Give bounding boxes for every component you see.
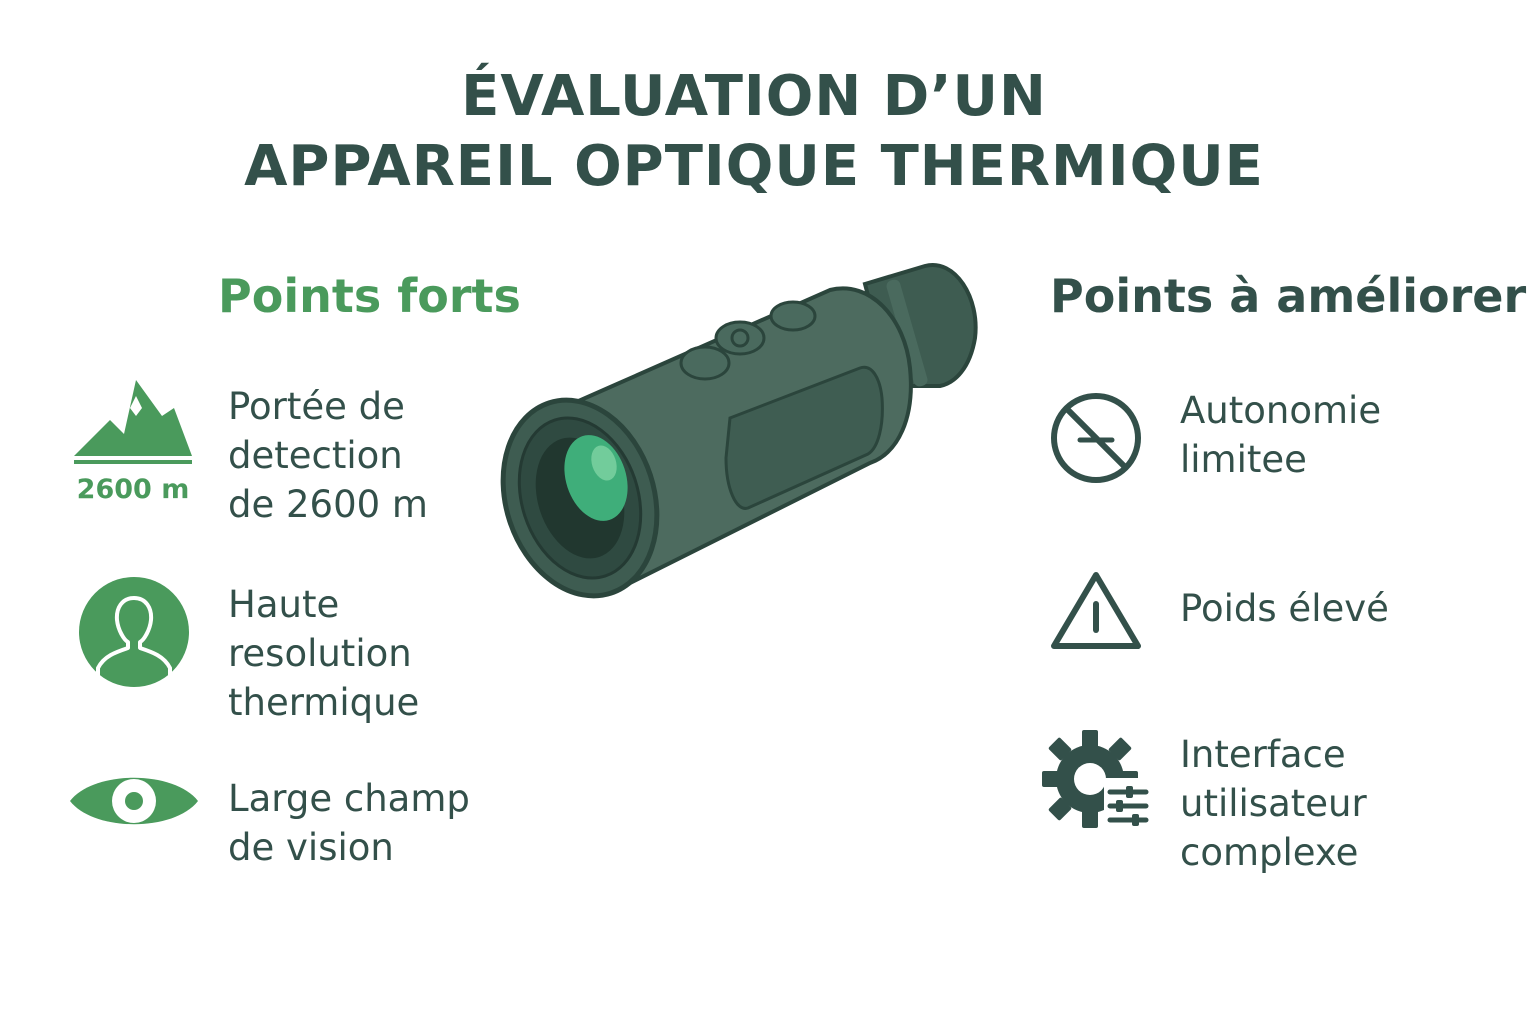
thermal-monocular-illustration: [500, 262, 978, 599]
strengths-heading: Points forts: [218, 269, 521, 323]
eye-icon: [70, 777, 198, 825]
title-line-1: ÉVALUATION D’UN: [461, 64, 1047, 129]
no-battery-icon: [1051, 393, 1141, 483]
mountain-icon: 2600 m: [74, 380, 192, 505]
weakness-item-3-text: Interface utilisateur complexe: [1180, 733, 1367, 874]
mountain-icon-label: 2600 m: [77, 474, 190, 505]
page-title: ÉVALUATION D’UN APPAREIL OPTIQUE THERMIQ…: [0, 62, 1508, 202]
person-icon: [79, 577, 189, 687]
strength-item-1-text: Portée de detection de 2600 m: [228, 385, 428, 526]
title-line-2: APPAREIL OPTIQUE THERMIQUE: [244, 134, 1264, 199]
weakness-item-2-text: Poids élevé: [1180, 587, 1389, 630]
strength-item-2-text: Haute resolution thermique: [228, 583, 420, 724]
gear-settings-icon: [1042, 730, 1150, 832]
warning-icon: [1051, 572, 1141, 649]
weakness-item-1-text: Autonomie limitee: [1180, 389, 1382, 481]
strength-item-3-text: Large champ de vision: [228, 777, 470, 869]
weaknesses-heading: Points à améliorer: [1050, 269, 1527, 323]
